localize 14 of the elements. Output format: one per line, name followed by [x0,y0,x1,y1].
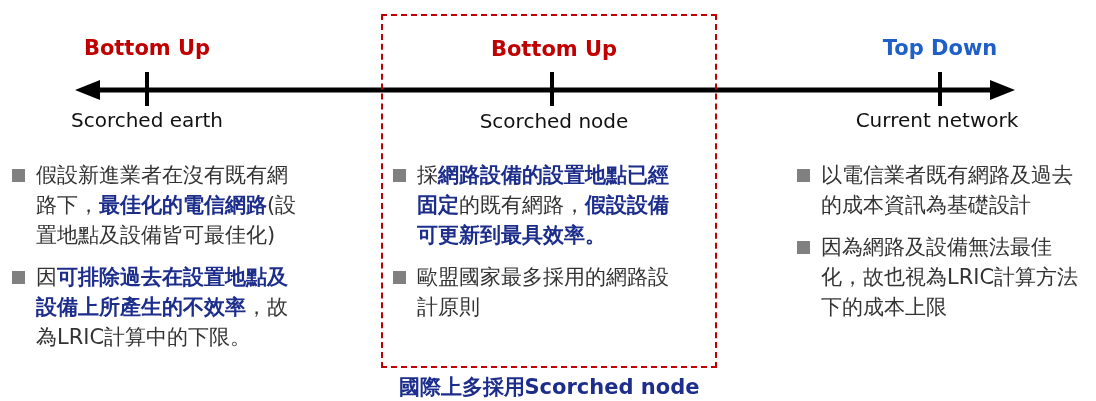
heading: Top Down [881,35,999,61]
axis-label: Scorched earth [69,107,224,133]
dashed-box [381,14,717,368]
bullet-text: 歐盟國家最多採用的網路設計原則 [417,265,669,319]
bullet-text: 因為網路及設備無法最佳化，故也視為LRIC計算方法下的成本上限 [821,235,1079,319]
axis-label: Current network [854,107,1020,133]
heading: Bottom Up [489,36,619,62]
heading: Bottom Up [82,35,212,61]
bullet-text: 採網路設備的設置地點已經固定的既有網路，假設設備可更新到最具效率。 [417,163,669,247]
axis-label: Scorched node [478,108,630,134]
bullet-text: 以電信業者既有網路及過去的成本資訊為基礎設計 [821,163,1073,217]
node-label: 國際上多採用Scorched node [397,374,701,400]
bullet-text: 因可排除過去在設置地點及設備上所產生的不效率，故為LRIC計算中的下限。 [36,265,288,349]
bullet-text: 假設新進業者在沒有既有網路下，最佳化的電信網路(設置地點及設備皆可最佳化) [36,163,297,247]
